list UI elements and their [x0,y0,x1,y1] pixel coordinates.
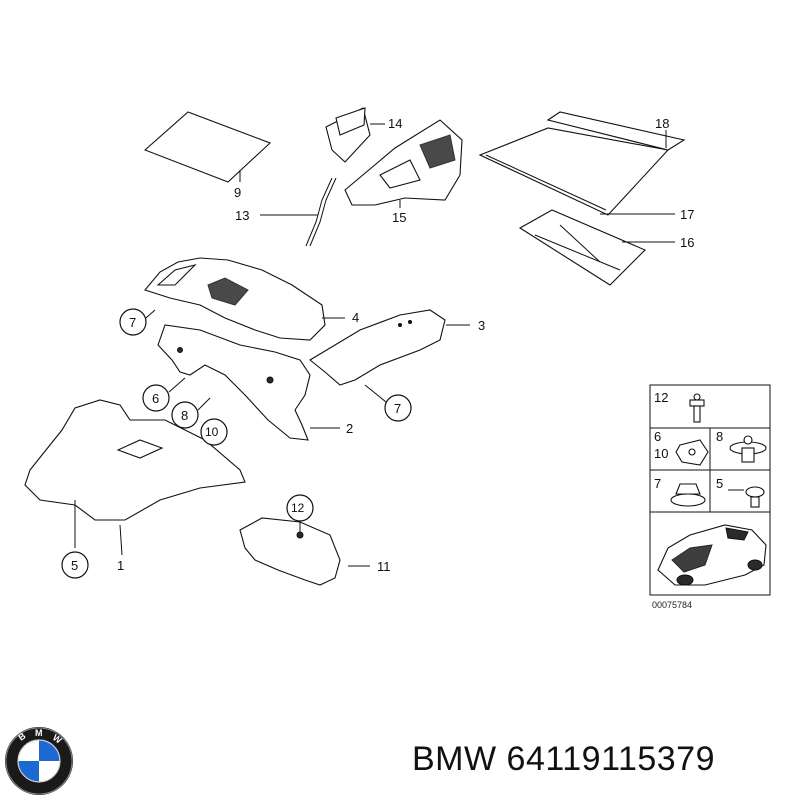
callout-8: 8 [171,397,211,429]
svg-text:B: B [16,730,27,742]
label-15: 15 [392,210,406,225]
label-7-top: 7 [129,315,136,330]
fastener-label-8: 8 [716,429,723,444]
part-number: 64119115379 [506,740,716,778]
clip-7-icon [670,483,706,507]
label-2: 2 [346,421,353,436]
label-9: 9 [234,185,241,200]
fastener-label-5: 5 [716,476,723,491]
label-17: 17 [680,207,694,222]
callout-10: 10 [200,418,228,446]
part-9-mat [143,111,272,183]
clip-5-icon [728,486,765,508]
label-12: 12 [291,501,305,515]
label-1: 1 [117,558,124,573]
callout-7a: 7 [119,308,156,336]
bmw-logo: B M W [5,727,73,795]
part-14-block [325,107,371,163]
callout-5: 5 [61,551,89,579]
clip-12-icon [689,393,705,423]
part-16-roof-pad [518,209,646,286]
label-8: 8 [181,408,188,423]
clip-8-icon [729,435,767,463]
svg-text:M: M [35,728,43,738]
fastener-label-12: 12 [654,390,668,405]
part-2-firewall [157,324,311,441]
label-6: 6 [152,391,159,406]
part-4-bulkhead-upper [144,257,326,341]
label-4: 4 [352,310,359,325]
callout-7b: 7 [364,384,412,422]
callout-6: 6 [142,377,186,412]
part-18-roof-liner [478,111,686,216]
fastener-label-6: 6 [654,429,661,444]
fastener-label-10: 10 [654,446,668,461]
label-11: 11 [377,559,391,574]
label-5: 5 [71,558,78,573]
label-18: 18 [655,116,669,131]
car-location-icon [657,524,767,586]
label-14: 14 [388,116,402,131]
label-7-right: 7 [394,401,401,416]
part-15-side-insulation [344,119,463,206]
part-13-seal [305,177,337,247]
fastener-label-7: 7 [654,476,661,491]
label-3: 3 [478,318,485,333]
part-1-floor-mat [24,399,246,521]
part-caption: BMW 64119115379 [412,740,715,779]
label-16: 16 [680,235,694,250]
callout-12: 12 [286,494,314,522]
diagram-number: 00075784 [652,600,692,610]
label-10: 10 [205,425,219,439]
clip-6-icon [675,439,709,466]
fastener-panel: 12 6 10 8 7 5 [649,384,771,596]
part-11-wheelhouse [239,517,341,586]
label-13: 13 [235,208,249,223]
part-3-side-cover [309,309,446,386]
brand-name: BMW [412,740,497,778]
